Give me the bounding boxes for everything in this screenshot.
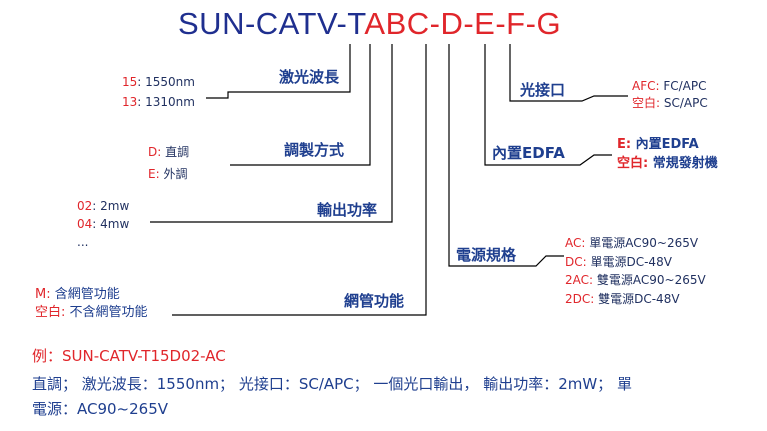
option-wavelength-13: 13: 1310nm <box>122 95 195 109</box>
model-prefix: SUN-CATV-T <box>178 6 365 41</box>
option-power-04: 04: 4mw <box>77 217 130 231</box>
option-power-2ac: 2AC: 雙電源AC90~265V <box>565 273 706 287</box>
example-line-1: 直調； 激光波長：1550nm； 光接口：SC/APC； 一個光口輸出， 輸出功… <box>32 375 632 393</box>
option-network-m: M: 含網管功能 <box>35 287 120 302</box>
label-edfa: 內置EDFA <box>492 144 565 162</box>
example-title: 例：SUN-CATV-T15D02-AC <box>32 347 226 365</box>
option-port-blank: 空白: SC/APC <box>632 96 708 110</box>
option-network-blank: 空白: 不含網管功能 <box>35 305 148 320</box>
option-wavelength-15: 15: 1550nm <box>122 75 195 89</box>
model-variable-code: ABC-D-E-F-G <box>364 6 562 41</box>
option-power-dc: DC: 單電源DC-48V <box>565 255 672 269</box>
label-network-mgmt: 網管功能 <box>344 292 405 310</box>
option-modulation-d: D: 直調 <box>148 145 190 159</box>
label-optical-port: 光接口 <box>520 81 566 99</box>
label-modulation: 調製方式 <box>284 141 345 159</box>
example-line-2: 電源：AC90~265V <box>32 400 169 418</box>
line-wavelength <box>206 44 351 99</box>
line-network-mgmt <box>172 44 427 316</box>
option-port-afc: AFC: FC/APC <box>632 79 707 93</box>
option-edfa-blank: 空白: 常規發射機 <box>617 156 718 171</box>
option-power-ac: AC: 單電源AC90~265V <box>565 236 699 250</box>
option-edfa-e: E: 內置EDFA <box>617 137 699 152</box>
line-edfa <box>484 44 612 166</box>
option-power-ellipsis: ... <box>77 235 89 249</box>
line-optical-port <box>509 44 628 102</box>
label-output-power: 輸出功率 <box>317 201 378 219</box>
line-modulation <box>230 44 371 166</box>
label-power-spec: 電源規格 <box>456 246 517 264</box>
line-output-power <box>150 44 393 223</box>
label-wavelength: 激光波長 <box>279 68 340 86</box>
line-power-spec <box>448 44 564 267</box>
option-power-2dc: 2DC: 雙電源DC-48V <box>565 292 680 306</box>
option-power-02: 02: 2mw <box>77 199 130 213</box>
option-modulation-e: E: 外調 <box>148 167 188 181</box>
model-code-title: SUN-CATV-TABC-D-E-F-G <box>178 8 561 39</box>
